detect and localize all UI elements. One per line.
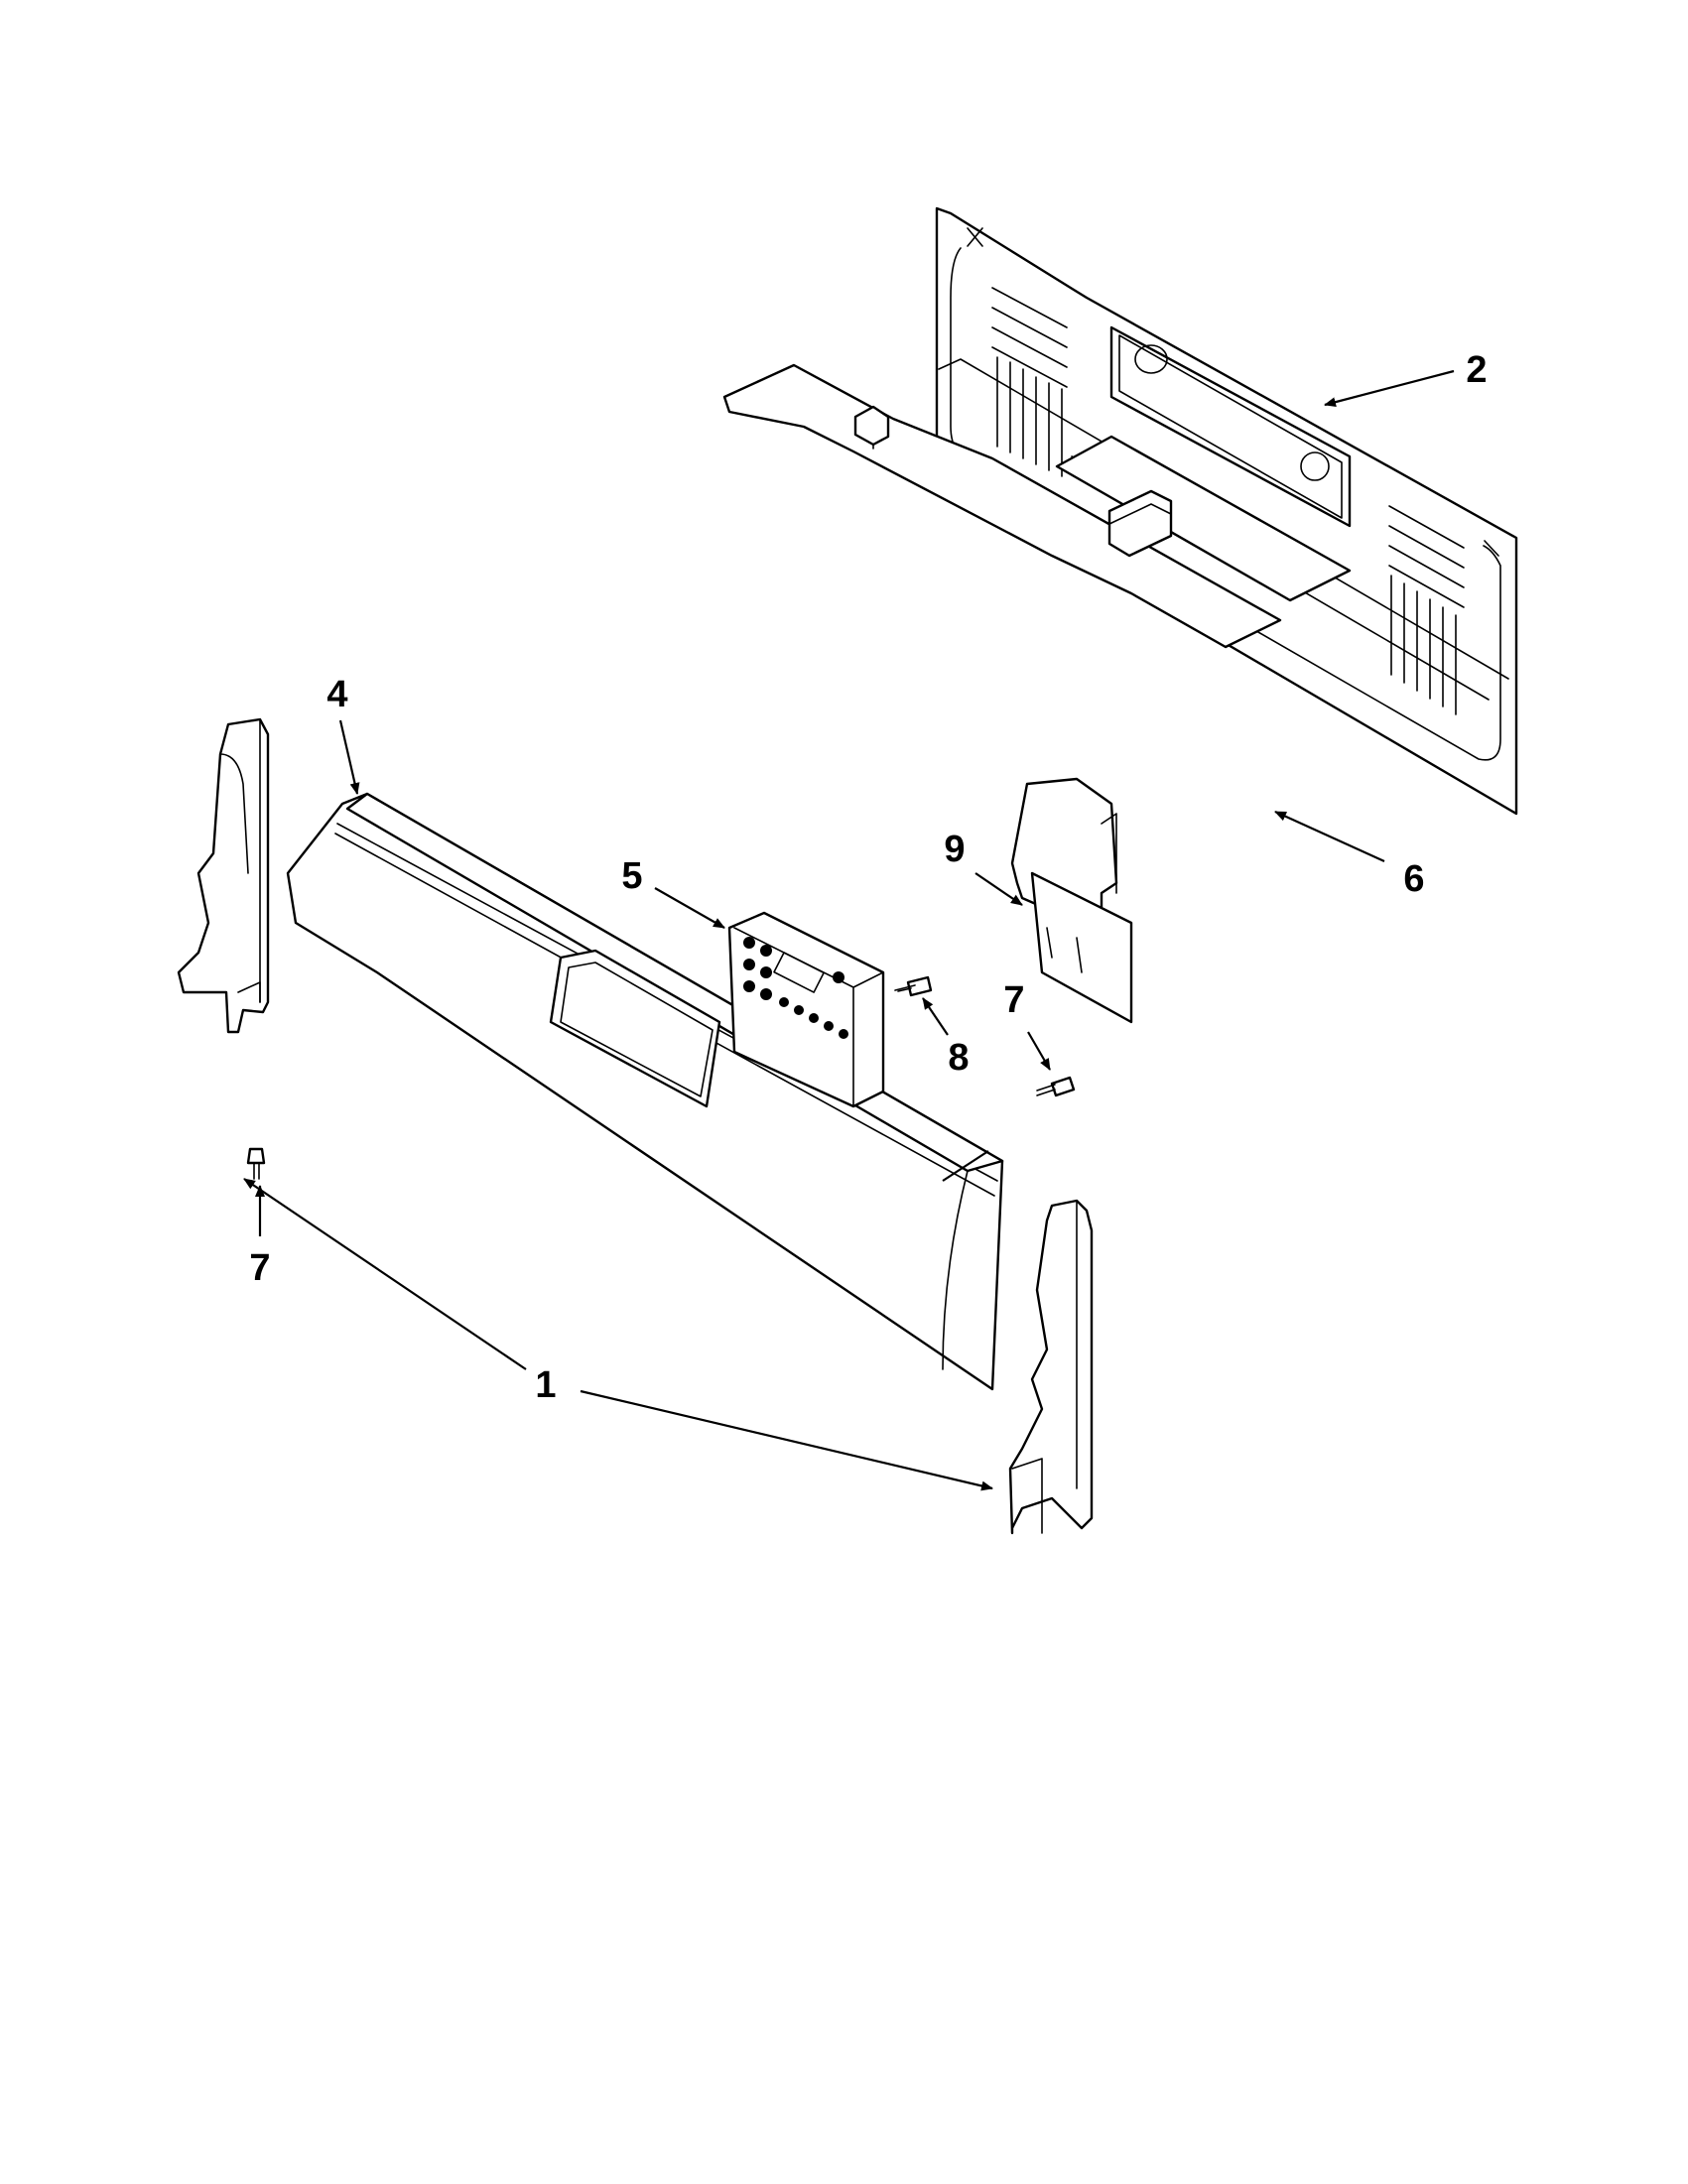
callout-7-right: 7 (1003, 979, 1024, 1021)
callout-labels: 2 6 4 5 9 7 8 7 1 (249, 349, 1487, 1406)
left-louvers (991, 287, 1068, 477)
electronic-control-part (727, 911, 885, 1108)
panel-recess (1055, 325, 1352, 602)
leader-5 (654, 887, 725, 929)
insulation-shield-part (722, 363, 1282, 649)
callout-2: 2 (1466, 349, 1487, 391)
leader-6 (1274, 810, 1385, 863)
callout-4: 4 (326, 674, 347, 715)
screw-7-right-part (1036, 1076, 1076, 1097)
right-endcap-part (1008, 1199, 1094, 1535)
leader-lines (243, 369, 1455, 1491)
callout-5: 5 (621, 855, 642, 897)
callout-6: 6 (1403, 858, 1424, 900)
callout-7-left: 7 (249, 1247, 270, 1289)
callout-9: 9 (944, 829, 965, 870)
screw-7-left-part (246, 1147, 266, 1180)
callout-1: 1 (535, 1364, 556, 1406)
leader-4 (338, 719, 360, 795)
leader-console-end (942, 1150, 989, 1182)
right-louvers (1388, 505, 1465, 715)
leader-2 (1324, 369, 1455, 408)
rear-panel-part (935, 206, 1518, 816)
callout-8: 8 (948, 1037, 969, 1079)
left-endcap-part (177, 717, 270, 1034)
console-backguard-part (286, 792, 1004, 1391)
leader-9 (974, 872, 1023, 906)
leader-1-left (243, 1178, 527, 1370)
leader-8 (922, 997, 949, 1036)
screw-8-part (894, 975, 933, 997)
leader-1-right (580, 1389, 993, 1491)
mounting-bracket-part (1010, 777, 1133, 1024)
leader-7-right (1027, 1031, 1051, 1071)
